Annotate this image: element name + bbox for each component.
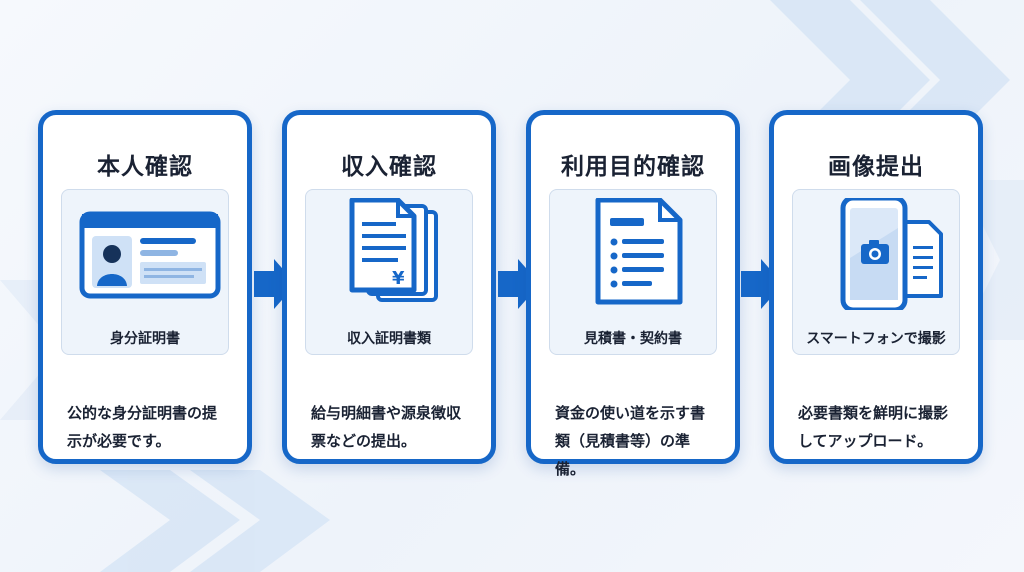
document-panel: スマートフォンで撮影 xyxy=(792,189,960,355)
document-label: 見積書・契約書 xyxy=(584,331,682,347)
step-description: 必要書類を鮮明に撮影してアップロード。 xyxy=(798,404,949,450)
step-description: 公的な身分証明書の提示が必要です。 xyxy=(67,404,218,450)
document-panel: 身分証明書 xyxy=(61,189,229,355)
step-card-purpose: 利用目的確認 見積書・契約書 資金の使い道を示す書類（見積書等）の準備。 xyxy=(526,110,740,478)
step-card-image-submission: 画像提出 スマートフォンで撮影 必要書類を鮮明に撮影してアップロード。 xyxy=(769,110,983,464)
svg-text:¥: ¥ xyxy=(392,268,405,289)
document-label: スマートフォンで撮影 xyxy=(806,331,946,347)
document-label: 身分証明書 xyxy=(110,331,180,347)
document-panel: 見積書・契約書 xyxy=(549,189,717,355)
income-documents-icon: ¥ xyxy=(349,198,438,302)
step-description: 給与明細書や源泉徴収票などの提出。 xyxy=(311,404,462,450)
step-title: 収入確認 xyxy=(341,154,437,180)
arrow-right-icon xyxy=(254,259,296,309)
step-title: 本人確認 xyxy=(97,154,193,180)
id-card-icon xyxy=(79,211,221,299)
step-title: 画像提出 xyxy=(828,154,924,180)
step-card-identity: 本人確認 身分証明書 公的な身分証明書の提示が必要です。 xyxy=(38,110,252,464)
step-description: 資金の使い道を示す書類（見積書等）の準備。 xyxy=(555,404,706,478)
arrow-right-icon xyxy=(498,259,540,309)
step-title: 利用目的確認 xyxy=(561,154,705,180)
estimate-document-icon xyxy=(595,198,683,305)
smartphone-camera-icon xyxy=(840,198,943,310)
step-card-income: 収入確認 ¥ 収入証明書類 給与明細書や源泉徴収票などの提出。 xyxy=(282,110,496,464)
arrow-right-icon xyxy=(741,259,783,309)
document-panel: ¥ 収入証明書類 xyxy=(305,189,473,355)
document-label: 収入証明書類 xyxy=(347,331,431,347)
